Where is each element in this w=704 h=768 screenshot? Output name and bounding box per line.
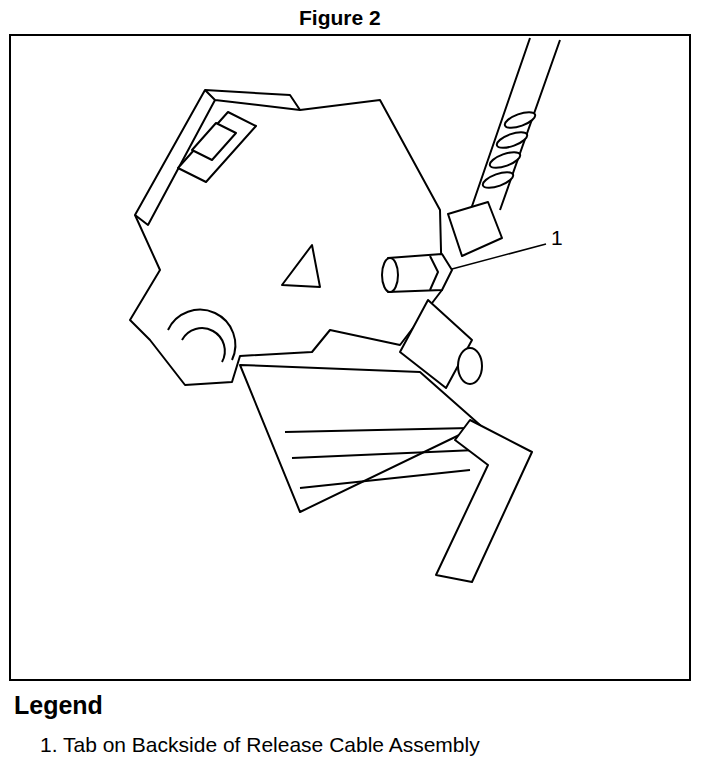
legend-heading: Legend — [14, 692, 103, 720]
release-cable-assembly — [130, 38, 560, 582]
legend-entry: 1. Tab on Backside of Release Cable Asse… — [40, 733, 480, 756]
figure-title: Figure 2 — [299, 6, 381, 29]
figure-frame — [10, 35, 690, 680]
callout-number: 1 — [551, 226, 563, 249]
leader-line — [452, 244, 546, 269]
